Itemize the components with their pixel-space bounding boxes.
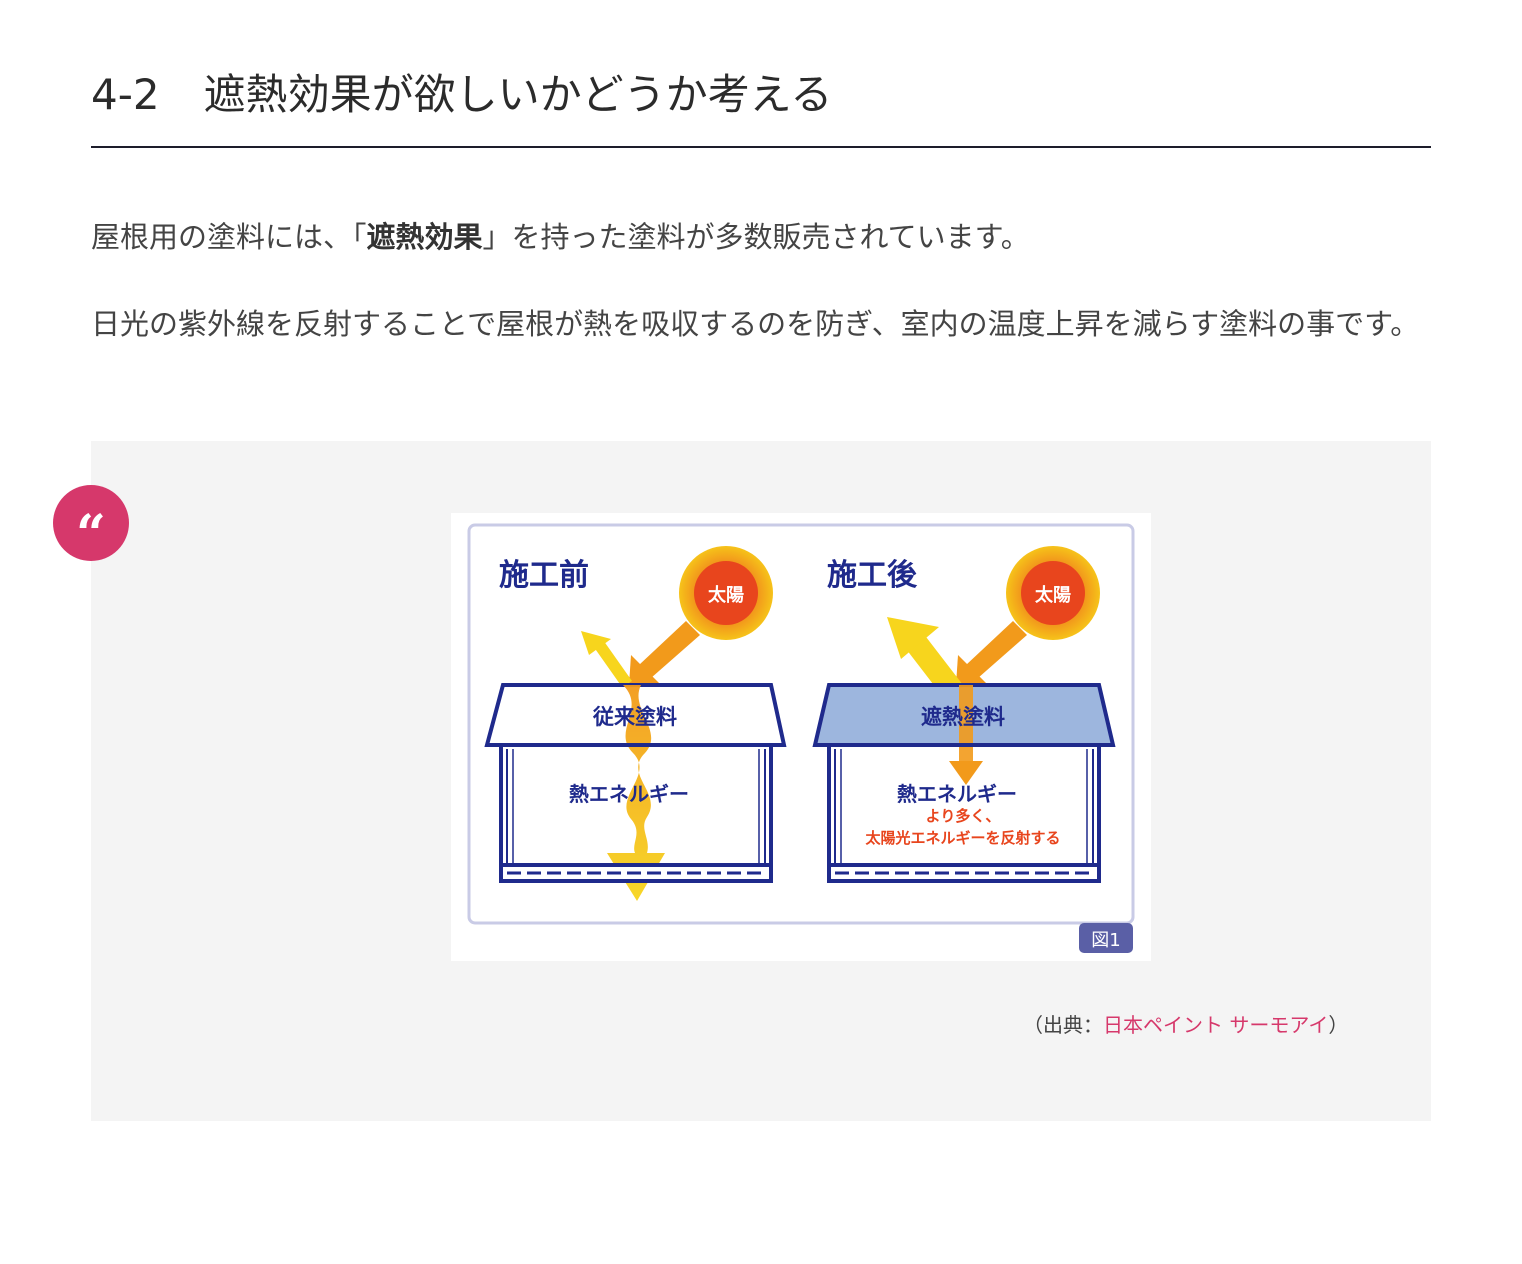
figure-number-badge: 図1 <box>1079 923 1133 953</box>
after-title: 施工後 <box>827 558 918 593</box>
section-title-text: 遮熱効果が欲しいかどうか考える <box>203 70 833 119</box>
paragraph-intro-end: 」を持った塗料が多数販売されています。 <box>482 220 1030 254</box>
paragraph-intro-bold: 遮熱効果 <box>366 220 483 254</box>
heat-energy-arrow <box>607 685 665 901</box>
sun-label: 太陽 <box>708 584 744 606</box>
source-citation: （出典：日本ペイント サーモアイ） <box>1023 1010 1348 1040</box>
section-title: 4-2 遮熱効果が欲しいかどうか考える <box>91 62 1431 128</box>
section-heading: 4-2 遮熱効果が欲しいかどうか考える <box>91 62 1431 148</box>
paragraph-intro-start: 屋根用の塗料には、「 <box>91 220 367 254</box>
section-number: 4-2 <box>91 70 160 119</box>
paragraph-description: 日光の紫外線を反射することで屋根が熱を吸収するのを防ぎ、室内の温度上昇を減らす塗… <box>91 307 1420 341</box>
incoming-sunlight-arrow <box>956 621 1027 685</box>
heat-shield-diagram: 施工前 太陽 従来塗料 <box>451 513 1151 961</box>
figure-number: 図1 <box>1091 930 1120 951</box>
quote-icon: “ <box>53 485 129 565</box>
house-before <box>499 743 773 883</box>
source-link[interactable]: 日本ペイント サーモアイ <box>1103 1013 1329 1037</box>
source-prefix: （出典： <box>1023 1013 1103 1037</box>
sun-icon: 太陽 <box>1006 546 1100 640</box>
reflect-note-line1: より多く、 <box>926 807 1001 825</box>
incoming-sunlight-arrow <box>629 621 700 685</box>
reflect-note-line2: 太陽光エネルギーを反射する <box>865 829 1060 847</box>
source-suffix: ） <box>1328 1013 1349 1037</box>
paragraph-intro: 屋根用の塗料には、「遮熱効果」を持った塗料が多数販売されています。 <box>91 210 1431 265</box>
house-after <box>827 743 1101 883</box>
conventional-paint-label: 従来塗料 <box>592 705 677 729</box>
sun-icon: 太陽 <box>679 546 773 640</box>
reflected-arrow-large <box>887 617 963 697</box>
heat-shield-paint-label: 遮熱塗料 <box>921 705 1005 729</box>
diagram-svg: 施工前 太陽 従来塗料 <box>467 523 1135 953</box>
heat-energy-label-after: 熱エネルギー <box>897 782 1017 806</box>
sun-label: 太陽 <box>1035 584 1071 606</box>
before-title: 施工前 <box>499 558 589 593</box>
heat-energy-label-before: 熱エネルギー <box>569 782 689 806</box>
reflected-arrow-small <box>581 631 632 687</box>
